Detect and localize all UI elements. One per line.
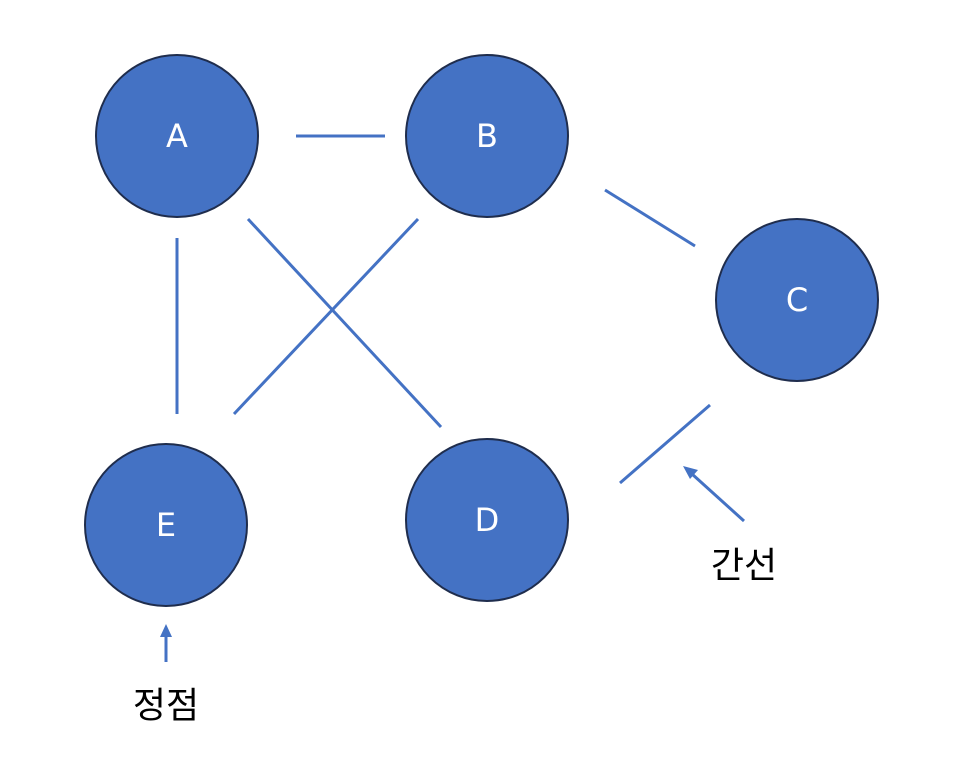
node-b-label: B xyxy=(476,117,498,155)
node-b: B xyxy=(405,54,569,218)
edge-c-d xyxy=(619,403,711,485)
edge-b-e xyxy=(232,217,420,416)
edge-a-d xyxy=(246,217,443,429)
edge-arrow-head xyxy=(683,466,698,479)
node-b-circle xyxy=(405,54,569,218)
node-e: E xyxy=(84,443,248,607)
edge-annotation: 간선 xyxy=(683,466,777,587)
edge-label: 간선 xyxy=(711,546,777,587)
vertex-annotation: 정점 xyxy=(133,624,199,727)
node-c-label: C xyxy=(786,281,808,319)
node-c: C xyxy=(715,218,879,382)
vertex-arrow-head xyxy=(160,624,172,637)
edge-b-c xyxy=(604,188,696,248)
node-d-circle xyxy=(405,438,569,602)
node-e-label: E xyxy=(156,506,176,544)
node-d: D xyxy=(405,438,569,602)
node-d-label: D xyxy=(475,501,500,539)
node-c-circle xyxy=(715,218,879,382)
vertex-label: 정점 xyxy=(133,686,199,727)
node-a-label: A xyxy=(166,117,188,155)
edge-arrow-shaft xyxy=(690,472,746,523)
node-a: A xyxy=(95,54,259,218)
edges xyxy=(175,134,711,485)
node-e-circle xyxy=(84,443,248,607)
node-a-circle xyxy=(95,54,259,218)
